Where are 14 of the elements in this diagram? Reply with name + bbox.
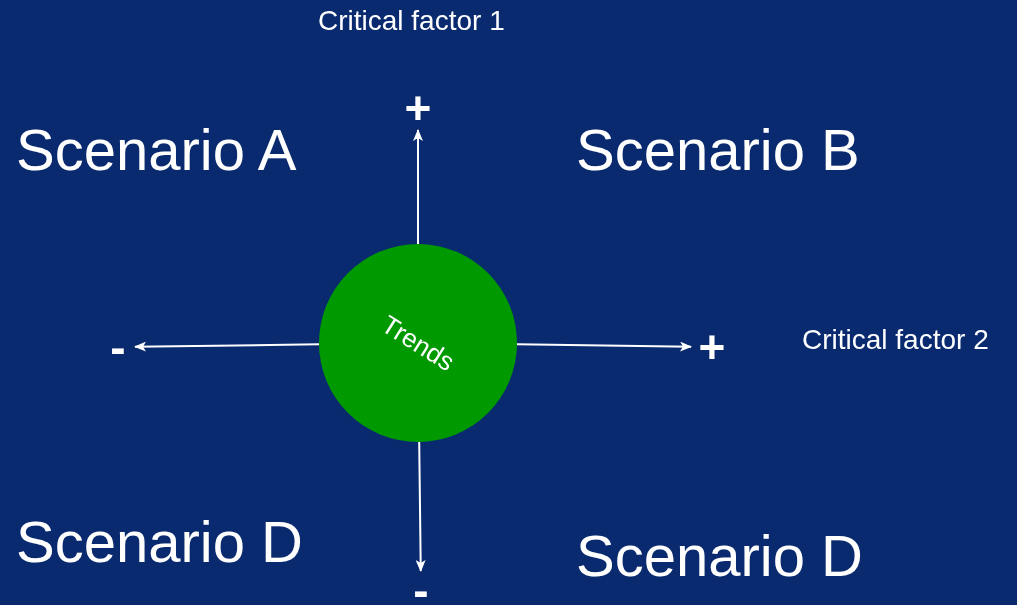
axis-title: Critical factor 1 xyxy=(318,6,505,37)
arrow xyxy=(415,441,426,572)
scenario-label: Scenario D xyxy=(16,510,303,574)
axis-sign: + xyxy=(401,90,435,126)
scenario-label: Scenario D xyxy=(576,524,863,588)
scenario-label: Scenario A xyxy=(16,118,297,182)
scenario-label: Scenario B xyxy=(576,118,860,182)
axis-sign: + xyxy=(695,329,729,365)
arrow xyxy=(413,129,423,245)
axis-title: Critical factor 2 xyxy=(802,325,989,356)
arrow xyxy=(134,341,320,352)
axis-sign: - xyxy=(408,575,434,605)
arrow xyxy=(516,341,692,352)
axis-sign: - xyxy=(105,329,131,365)
